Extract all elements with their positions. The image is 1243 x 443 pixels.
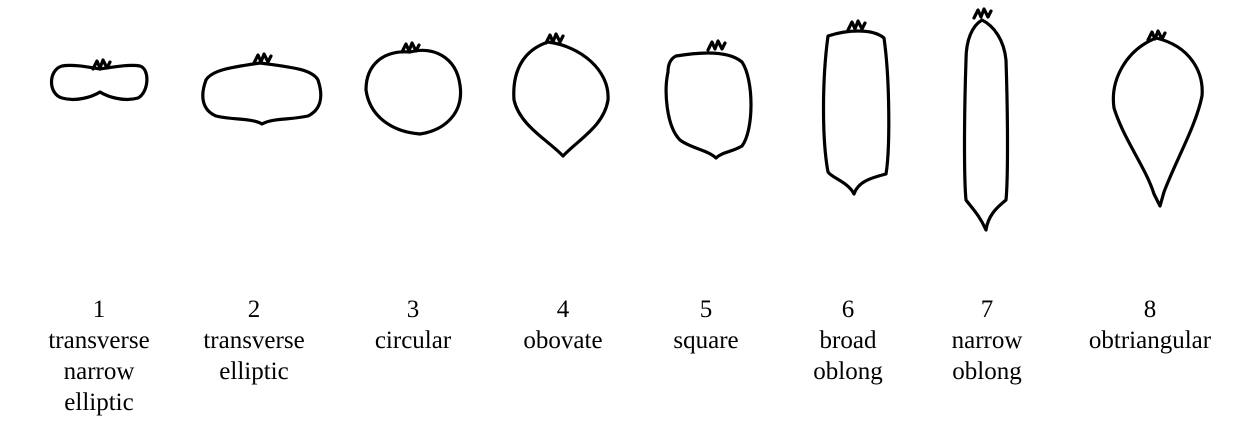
- shape-number: 1: [92, 296, 106, 323]
- shape-label-5: 5 square: [631, 294, 781, 356]
- shape-name-line: oblong: [813, 358, 883, 385]
- square-outline-icon: [664, 39, 753, 160]
- shape-label-2: 2 transverse elliptic: [179, 294, 329, 387]
- shape-number: 8: [1143, 296, 1157, 323]
- shape-name-line: transverse: [48, 327, 150, 354]
- narrow-oblong-outline-icon: [962, 7, 1010, 232]
- shape-label-6: 6 broad oblong: [773, 294, 923, 387]
- shape-number: 6: [841, 296, 855, 323]
- shape-name-line: narrow: [951, 327, 1023, 354]
- circular-outline-icon: [364, 41, 463, 136]
- shape-name-line: elliptic: [219, 358, 289, 385]
- shape-name-line: circular: [374, 327, 452, 354]
- transverse-elliptic-outline-icon: [201, 52, 323, 126]
- transverse-narrow-elliptic-outline-icon: [49, 58, 149, 102]
- shape-name-line: transverse: [203, 327, 305, 354]
- shape-number: 4: [556, 296, 570, 323]
- shape-label-3: 3 circular: [338, 294, 488, 356]
- shape-name-line: broad: [819, 327, 877, 354]
- shape-name-line: narrow: [63, 358, 135, 385]
- shape-number: 7: [980, 296, 994, 323]
- shape-name-line: obovate: [523, 327, 603, 354]
- shape-label-8: 8 obtriangular: [1060, 294, 1240, 356]
- obtriangular-outline-icon: [1111, 29, 1204, 208]
- shape-name-line: square: [673, 327, 739, 354]
- shape-number: 3: [406, 296, 420, 323]
- shape-name-line: oblong: [952, 358, 1022, 385]
- shape-label-4: 4 obovate: [488, 294, 638, 356]
- shape-label-7: 7 narrow oblong: [912, 294, 1062, 387]
- shape-number: 5: [699, 296, 713, 323]
- shape-name-line: obtriangular: [1088, 327, 1212, 354]
- obovate-outline-icon: [512, 32, 610, 158]
- broad-oblong-outline-icon: [821, 19, 891, 196]
- shape-name-line: elliptic: [64, 389, 134, 416]
- shape-label-1: 1 transverse narrow elliptic: [24, 294, 174, 418]
- shape-number: 2: [247, 296, 261, 323]
- shape-outlines-figure: [49, 7, 1204, 232]
